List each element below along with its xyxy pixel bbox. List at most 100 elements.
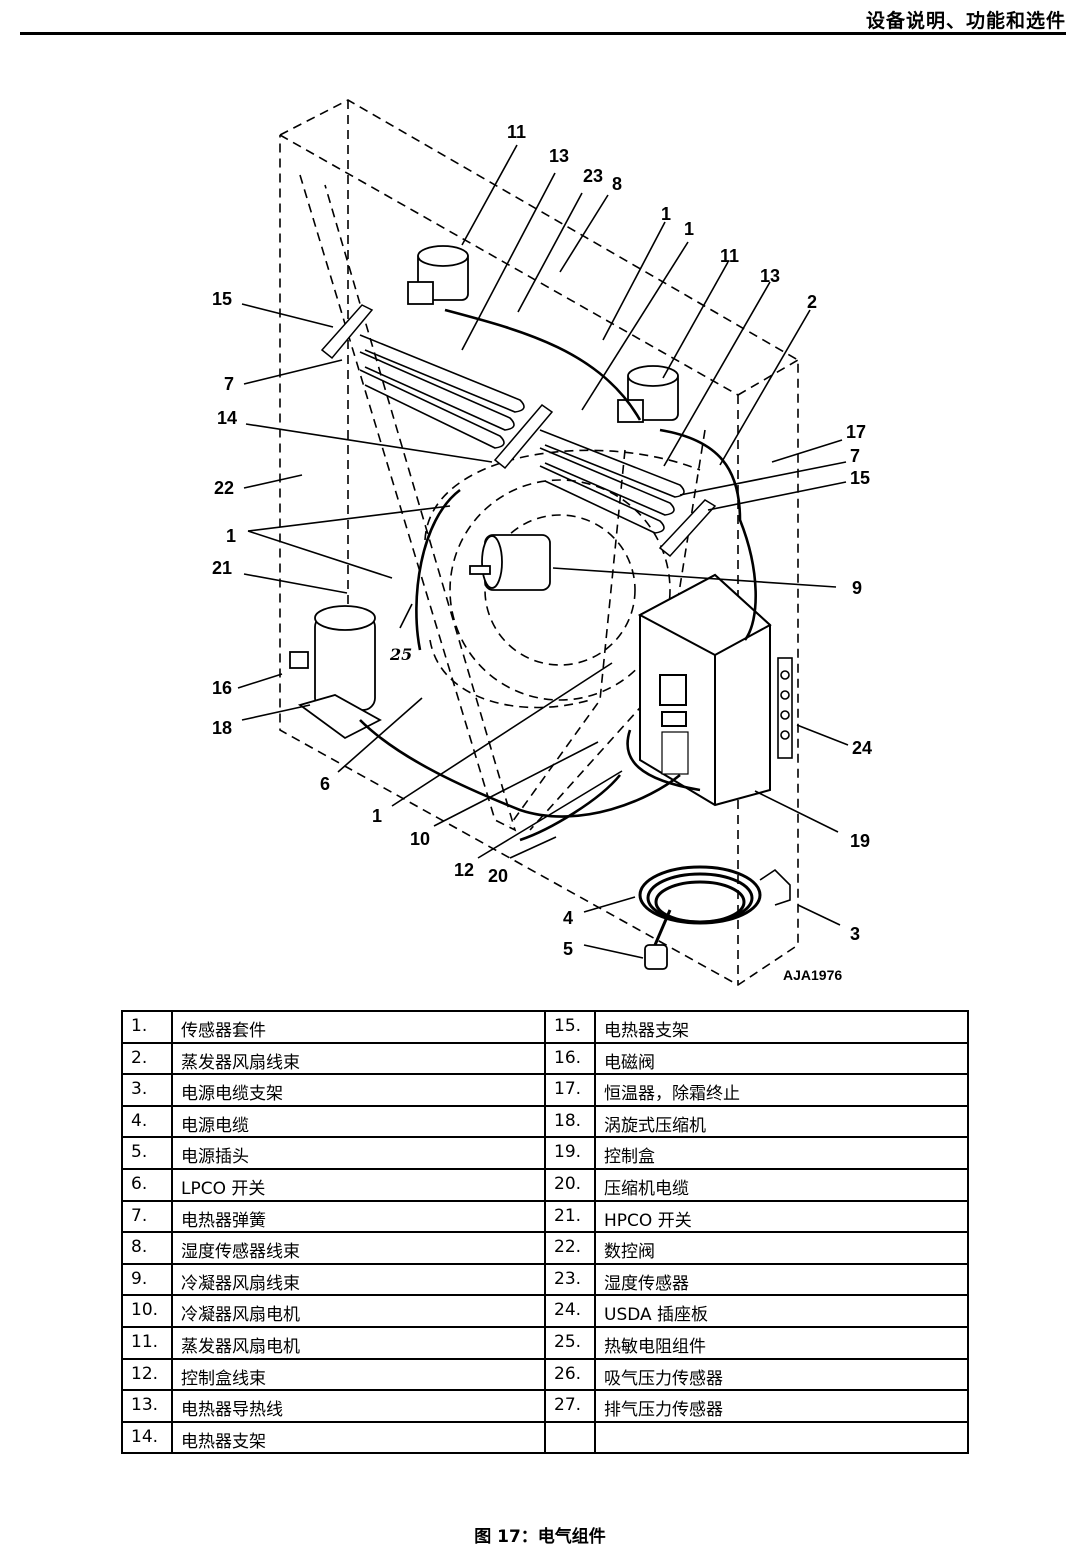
callout-label: 1: [684, 219, 694, 239]
drawing-code: AJA1976: [783, 967, 842, 983]
legend-number: 24.: [544, 1294, 596, 1328]
page-header-title: 设备说明、功能和选件: [865, 10, 1066, 32]
callout-label: 10: [410, 829, 430, 849]
usda-receptacle-plate: [777, 657, 793, 759]
legend-number: 4.: [121, 1104, 173, 1139]
legend-number: 7.: [121, 1199, 173, 1234]
legend-description: 电热器支架: [594, 1010, 969, 1044]
legend-number: 11.: [121, 1325, 173, 1360]
callout-label: 1: [372, 806, 382, 826]
legend-number: 27.: [544, 1389, 596, 1423]
callout-label: 22: [214, 478, 234, 498]
heater-rods-lower: [539, 429, 685, 534]
legend-description: 传感器套件: [171, 1010, 546, 1044]
legend-description: 涡旋式压缩机: [594, 1104, 969, 1139]
legend-number: 23.: [544, 1262, 596, 1297]
callout-label: 9: [852, 578, 862, 598]
thermistor-hand-label: 25: [389, 645, 412, 664]
callout-label: 16: [212, 678, 232, 698]
legend-number: 10.: [121, 1294, 173, 1328]
callout-label: 13: [549, 146, 569, 166]
wiring-harnesses: [359, 308, 757, 842]
callout-label: 1: [661, 204, 671, 224]
callout-label: 7: [224, 374, 234, 394]
callout-label: 24: [852, 738, 872, 758]
legend-number: 15.: [544, 1010, 596, 1044]
callout-label: 20: [488, 866, 508, 886]
legend-description: 湿度传感器线束: [171, 1231, 546, 1265]
legend-number: 12.: [121, 1357, 173, 1392]
figure-caption: 图 17：电气组件: [474, 1527, 606, 1547]
callout-labels: 11 13 23 8 1 1 11 13 2 15 7 14 22 1 21 1…: [212, 122, 872, 983]
legend-description: 蒸发器风扇线束: [171, 1041, 546, 1076]
legend-number: 19.: [544, 1136, 596, 1170]
callout-label: 18: [212, 718, 232, 738]
evaporator-fan-motor-lower: [617, 365, 679, 423]
legend-description: 冷凝器风扇电机: [171, 1294, 546, 1328]
legend-description: 电热器导热线: [171, 1389, 546, 1423]
legend-description: 控制盒线束: [171, 1357, 546, 1392]
legend-number: 21.: [544, 1199, 596, 1234]
callout-label: 4: [563, 908, 573, 928]
legend-description: 恒温器，除霜终止: [594, 1073, 969, 1107]
legend-description: 热敏电阻组件: [594, 1325, 969, 1360]
callout-label: 15: [850, 468, 870, 488]
legend-description: [594, 1420, 969, 1455]
callout-label: 17: [846, 422, 866, 442]
callout-label: 3: [850, 924, 860, 944]
callout-label: 11: [720, 246, 739, 266]
legend-number: 1.: [121, 1010, 173, 1044]
legend-description: 电源插头: [171, 1136, 546, 1170]
legend-description: HPCO 开关: [594, 1199, 969, 1234]
legend-description: 电热器支架: [171, 1420, 546, 1455]
condenser-fan-motor: [469, 534, 551, 591]
callout-label: 2: [807, 292, 817, 312]
legend-description: 蒸发器风扇电机: [171, 1325, 546, 1360]
legend-description: 电热器弹簧: [171, 1199, 546, 1234]
callout-label: 6: [320, 774, 330, 794]
legend-number: 2.: [121, 1041, 173, 1076]
legend-number: 26.: [544, 1357, 596, 1392]
legend-description: 电源电缆: [171, 1104, 546, 1139]
callout-label: 19: [850, 831, 870, 851]
heater-brackets: [320, 304, 717, 558]
legend-description: 控制盒: [594, 1136, 969, 1170]
legend-description: 冷凝器风扇线束: [171, 1262, 546, 1297]
control-box: [637, 573, 772, 807]
legend-description: 湿度传感器: [594, 1262, 969, 1297]
callout-leaders: [237, 144, 849, 959]
legend-description: 吸气压力传感器: [594, 1357, 969, 1392]
callout-label: 13: [760, 266, 780, 286]
legend-number: 9.: [121, 1262, 173, 1297]
callout-label: 11: [507, 122, 526, 142]
legend-number: 18.: [544, 1104, 596, 1139]
header-rule: [20, 32, 1066, 35]
legend-description: USDA 插座板: [594, 1294, 969, 1328]
legend-number: 6.: [121, 1167, 173, 1202]
legend-number: 22.: [544, 1231, 596, 1265]
power-cable-bracket: [759, 868, 791, 906]
power-plug: [644, 944, 668, 970]
callout-label: 1: [226, 526, 236, 546]
legend-number: 8.: [121, 1231, 173, 1265]
legend-description: 压缩机电缆: [594, 1167, 969, 1202]
legend-number: 3.: [121, 1073, 173, 1107]
callout-label: 12: [454, 860, 474, 880]
legend-number: 20.: [544, 1167, 596, 1202]
electrical-components-diagram: 11 13 23 8 1 1 11 13 2 15 7 14 22 1 21 1…: [212, 99, 872, 986]
callout-label: 14: [217, 408, 237, 428]
callout-label: 15: [212, 289, 232, 309]
